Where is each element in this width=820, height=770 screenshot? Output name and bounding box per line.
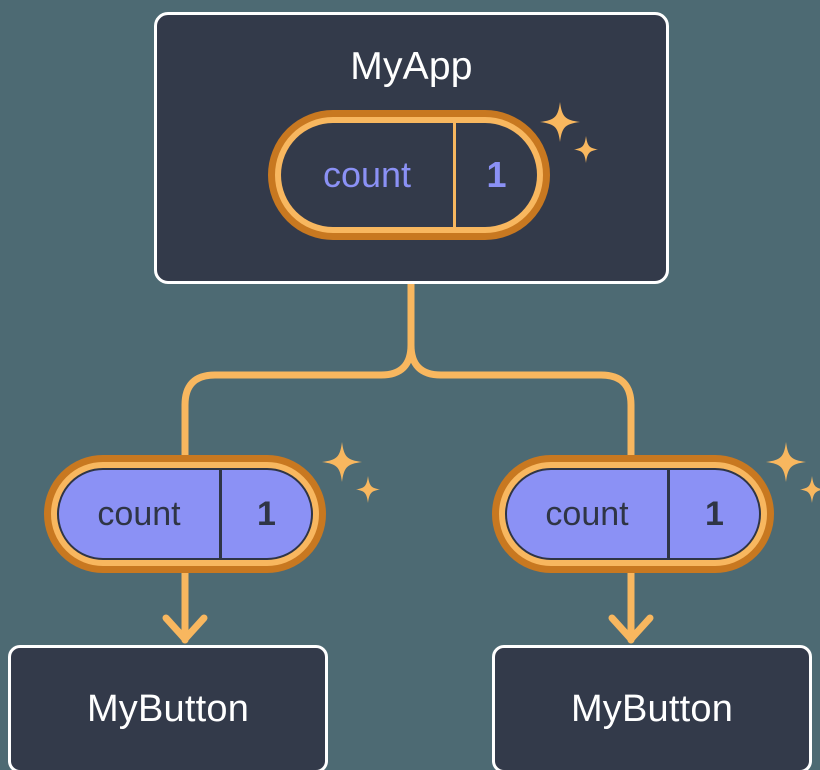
state-pill-body: count 1 [57, 468, 313, 560]
connector-app-to-right-pill [407, 280, 635, 459]
sparkle-icon [322, 442, 362, 482]
state-key-label: count [545, 495, 629, 533]
state-value-label: 1 [667, 470, 759, 558]
component-title-myapp: MyApp [350, 45, 473, 88]
state-key-label: count [97, 495, 181, 533]
arrowhead-left [162, 614, 208, 643]
component-box-mybutton-right[interactable]: MyButton [492, 645, 812, 770]
state-pill-myapp[interactable]: count 1 [268, 110, 550, 240]
state-key-label: count [322, 154, 412, 195]
sparkle-icon [766, 442, 806, 482]
state-pill-child-right[interactable]: count 1 [492, 455, 774, 573]
state-value-label: 1 [453, 123, 537, 227]
component-title-mybutton: MyButton [570, 688, 734, 730]
arrowhead-right [608, 614, 654, 643]
state-value-label: 1 [219, 470, 311, 558]
connector-app-to-left-pill [181, 280, 415, 459]
state-pill-body: count 1 [281, 123, 537, 227]
component-title-mybutton: MyButton [86, 688, 250, 730]
state-pill-body: count 1 [505, 468, 761, 560]
sparkle-icon [800, 476, 820, 503]
sparkle-icon [356, 476, 380, 503]
component-box-mybutton-left[interactable]: MyButton [8, 645, 328, 770]
sparkle-group-child-left [322, 442, 380, 503]
state-pill-child-left[interactable]: count 1 [44, 455, 326, 573]
